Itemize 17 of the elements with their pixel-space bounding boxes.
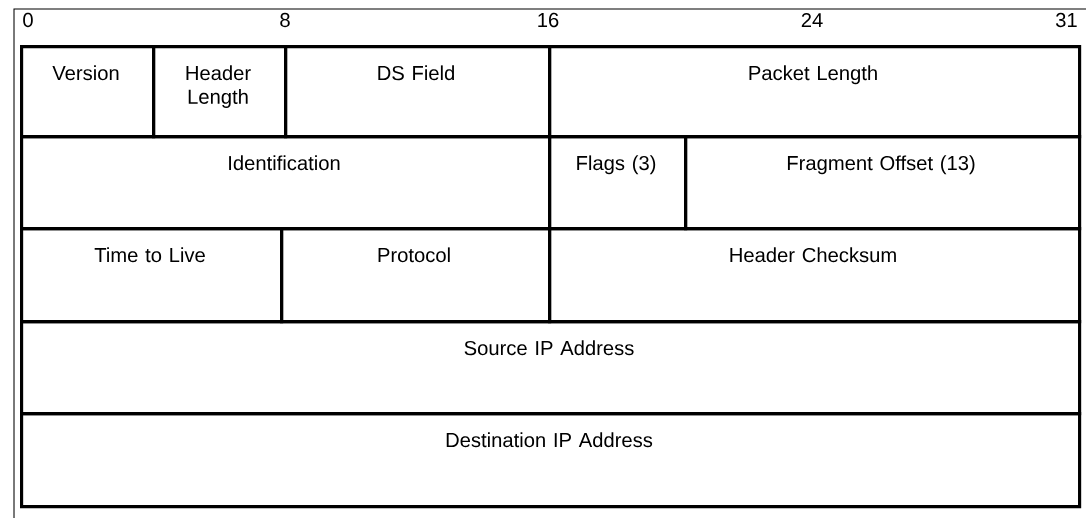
header-field: Header Length xyxy=(152,45,288,139)
header-field: Protocol xyxy=(280,227,552,324)
bit-number: 24 xyxy=(801,12,823,28)
header-field: DS Field xyxy=(284,45,552,139)
header-field: Time to Live xyxy=(20,227,284,324)
bit-number: 8 xyxy=(280,12,290,28)
bit-number: 16 xyxy=(538,12,559,28)
header-field: Fragment Offset (13) xyxy=(684,135,1082,231)
header-field: Source IP Address xyxy=(20,320,1082,416)
bit-number: 31 xyxy=(1055,12,1077,28)
header-field: Destination IP Address xyxy=(20,412,1082,509)
header-field: Version xyxy=(20,45,156,139)
header-field: Packet Length xyxy=(548,45,1082,139)
header-field: Header Checksum xyxy=(548,227,1082,324)
header-field: Flags (3) xyxy=(548,135,688,231)
bit-number: 0 xyxy=(23,12,33,28)
header-field: Identification xyxy=(20,135,552,231)
